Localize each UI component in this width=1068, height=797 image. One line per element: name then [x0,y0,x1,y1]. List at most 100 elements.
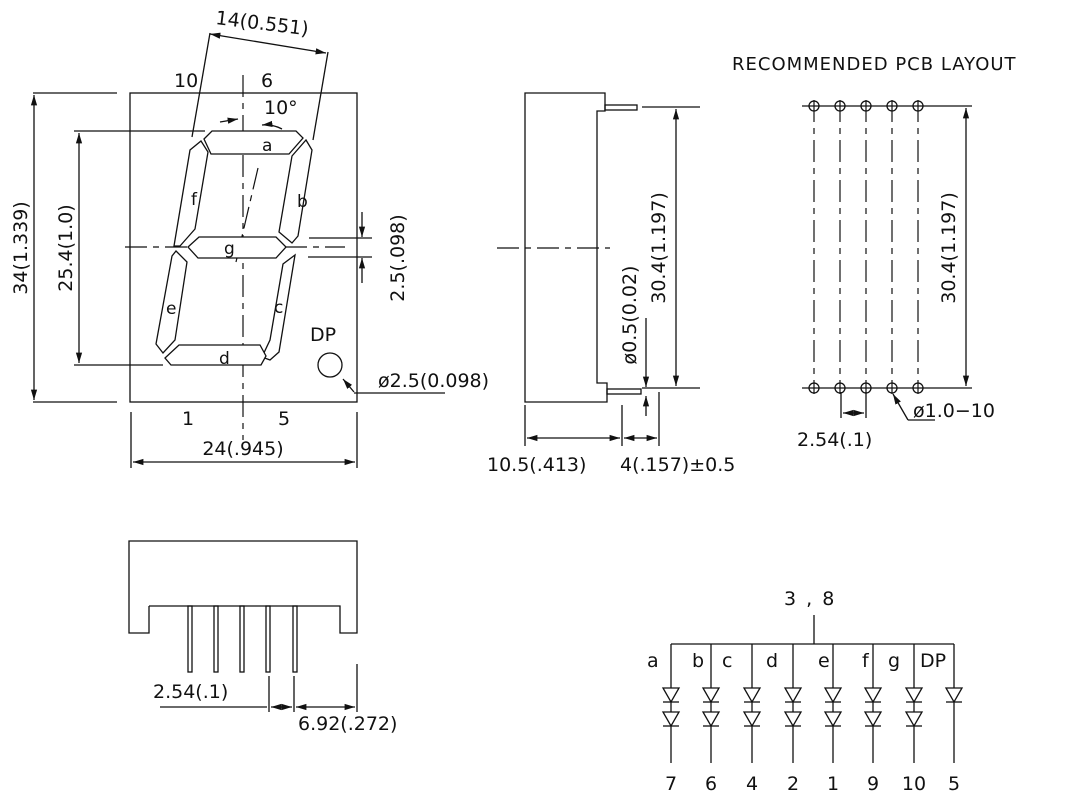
led-diode-icon [823,687,843,704]
pcb-hole [886,382,898,394]
led-channel-g: g10 [888,644,926,795]
angle-label: 10° [264,97,298,119]
segment-e [155,250,188,355]
segment-label: a [647,650,659,672]
segment-label: c [722,650,732,672]
segment-label: b [692,650,704,672]
label-g: g [224,239,235,259]
hole-leader [892,393,909,421]
led-diode-icon [742,687,762,704]
label-c: c [274,298,283,318]
segment-label: f [862,650,870,672]
bottom-view: 2.54(.1) 6.92(.272) [128,540,397,735]
dp-leader [342,378,355,393]
angle-arc [261,120,283,130]
bottom-pin [187,605,193,673]
led-diode-icon [742,711,762,728]
pin-number-label: 4 [746,773,758,795]
pcb-hole [808,382,820,394]
pin-label-1: 1 [182,408,194,430]
pin-number-label: 1 [827,773,839,795]
pcb-layout: RECOMMENDED PCB LAYOUT 30.4(1.197) 2.54(… [732,54,1017,451]
label-d: d [219,349,230,369]
label-a: a [262,136,272,156]
pin-number-label: 6 [705,773,717,795]
label-e: e [166,299,176,319]
pcb-hole [834,100,846,112]
led-diode-icon [783,687,803,704]
pin-label-6: 6 [261,70,273,92]
pin-label-5: 5 [278,408,290,430]
led-diode-icon [904,711,924,728]
label-f: f [191,190,198,210]
dim-pin-length-label: 4(.157)±0.5 [620,454,735,476]
led-channel-d: d2 [766,644,803,795]
dim-edge-label: 6.92(.272) [298,713,397,735]
dim-digit-height-label: 25.4(1.0) [55,204,77,291]
dp-label: DP [310,324,336,346]
pcb-layout-title: RECOMMENDED PCB LAYOUT [732,54,1017,75]
ext-line [191,32,211,138]
led-channel-DP: DP5 [920,644,964,795]
led-diode-icon [863,711,883,728]
pin-number-label: 2 [787,773,799,795]
pin-label-10: 10 [174,70,198,92]
side-view: 30.4(1.197) ø0.5(0.02) 10.5(.413) 4(.157… [487,92,735,476]
segment-a [203,130,304,155]
segment-d [164,344,267,366]
led-diode-icon [944,687,964,704]
pcb-hole [912,100,924,112]
pin-number-label: 9 [867,773,879,795]
side-pin-bottom [606,388,642,395]
dim-pcb-rows-label: 30.4(1.197) [938,192,960,304]
pcb-hole [912,382,924,394]
bottom-pin [292,605,298,673]
led-channel-f: f9 [862,644,883,795]
dim-line-width-slanted [209,32,327,55]
dim-height-label: 34(1.339) [10,201,32,294]
segment-label: e [818,650,830,672]
led-channel-c: c4 [722,644,762,795]
led-diode-icon [661,711,681,728]
decimal-point [317,352,343,378]
common-anode-pins-label: 3 , 8 [784,588,834,610]
led-diode-icon [701,711,721,728]
bottom-body-outline [128,540,358,634]
led-diode-icon [783,711,803,728]
led-channel-e: e1 [818,644,843,795]
led-diode-icon [701,687,721,704]
side-pin-top [604,104,638,111]
bottom-pin [213,605,219,673]
hole-spec-label: ø1.0−10 [913,400,995,422]
dim-pin-diameter-label: ø0.5(0.02) [619,266,641,365]
segment-label: d [766,650,778,672]
dim-segment-width-label: 2.5(.098) [387,214,409,301]
led-diode-icon [661,687,681,704]
dp-diameter-label: ø2.5(0.098) [378,370,489,392]
segment-f [173,140,209,247]
pcb-hole [886,100,898,112]
led-diode-icon [863,687,883,704]
segment-g [187,236,287,259]
angle-arrow [219,117,239,124]
pin-number-label: 5 [948,773,960,795]
dim-pin-rows-label: 30.4(1.197) [648,192,670,304]
led-diode-icon [904,687,924,704]
segment-b [278,138,313,244]
segment-label: g [888,650,900,672]
pcb-hole [860,100,872,112]
led-diode-icon [823,711,843,728]
led-channel-b: b6 [692,644,721,795]
led-channel-a: a7 [647,644,681,795]
ext-line [312,51,329,141]
pin-number-label: 7 [665,773,677,795]
dim-width-label: 24(.945) [202,438,283,460]
bottom-pin [239,605,245,673]
dim-pitch-label: 2.54(.1) [797,429,872,451]
pcb-hole [808,100,820,112]
bottom-pin [265,605,271,673]
dim-depth-label: 10.5(.413) [487,454,586,476]
dim-slanted-width-label: 14(0.551) [214,7,309,40]
